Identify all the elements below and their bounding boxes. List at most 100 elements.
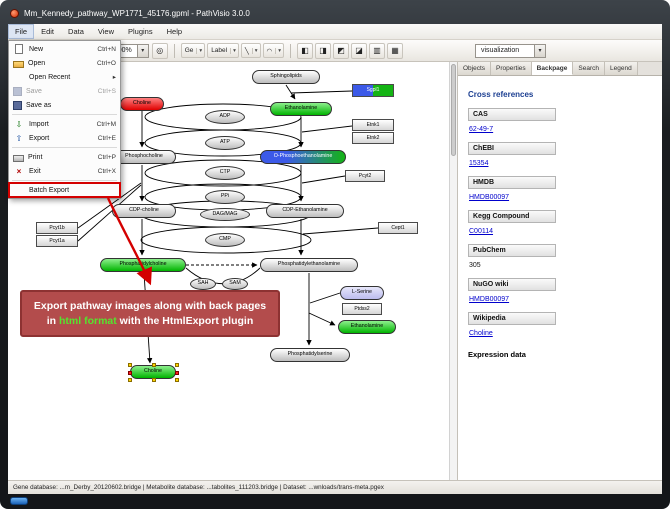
xref-header-pubchem: PubChem bbox=[468, 244, 556, 257]
selection-handle[interactable] bbox=[175, 363, 179, 367]
file-menu-item-print[interactable]: Print Ctrl+P bbox=[9, 150, 120, 164]
pathway-node-phosphocholine[interactable]: Phosphocholine bbox=[112, 150, 176, 164]
align-bottom-button[interactable]: ◪ bbox=[350, 42, 367, 59]
cross-references-heading: Cross references bbox=[468, 90, 534, 99]
menu-file[interactable]: File bbox=[8, 24, 35, 39]
selection-handle[interactable] bbox=[175, 371, 179, 375]
distribute-horizontal-button[interactable]: ▥ bbox=[368, 42, 385, 59]
new-gene-product-button[interactable]: Ge▾ bbox=[180, 43, 206, 58]
pathway-node-pcyt1b[interactable]: Pcyt1b bbox=[36, 222, 78, 234]
pathway-node-cmp[interactable]: CMP bbox=[205, 233, 245, 247]
pathway-node-sam[interactable]: SAM bbox=[222, 278, 248, 290]
selection-handle[interactable] bbox=[128, 378, 132, 382]
tab-search[interactable]: Search bbox=[573, 62, 605, 75]
menu-edit[interactable]: Edit bbox=[41, 27, 55, 36]
pathway-node-o-phosphoethanolamine[interactable]: O-Phosphoethanolamine bbox=[260, 150, 346, 164]
xref-value-hmdb[interactable]: HMDB00097 bbox=[469, 194, 510, 201]
pathway-node-etnk2[interactable]: Etnk2 bbox=[352, 132, 394, 144]
chevron-down-icon[interactable]: ▾ bbox=[534, 44, 545, 57]
pathway-node-ppi[interactable]: PPi bbox=[205, 190, 245, 204]
pathway-node-adp[interactable]: ADP bbox=[205, 110, 245, 124]
align-left-button[interactable]: ◧ bbox=[296, 42, 313, 59]
menu-plugins[interactable]: Plugins bbox=[128, 27, 153, 36]
pathway-node-ethanolamine[interactable]: Ethanolamine bbox=[270, 102, 332, 116]
pathway-node-choline[interactable]: Choline bbox=[120, 97, 164, 111]
menu-help[interactable]: Help bbox=[166, 27, 183, 36]
export-icon: ⇧ bbox=[15, 133, 23, 143]
xref-header-nugo-wiki: NuGO wiki bbox=[468, 278, 556, 291]
selection-handle[interactable] bbox=[152, 363, 156, 367]
canvas-vertical-scrollbar[interactable] bbox=[449, 62, 457, 480]
pathway-node-sphingolipids[interactable]: Sphingolipids bbox=[252, 70, 320, 84]
pathway-node-l-serine[interactable]: L-Serine bbox=[340, 286, 384, 300]
align-top-button[interactable]: ◩ bbox=[332, 42, 349, 59]
node-label: Choline bbox=[144, 368, 162, 375]
pathway-node-cdp-ethanolamine[interactable]: CDP-Ethanolamine bbox=[266, 204, 344, 218]
tab-objects[interactable]: Objects bbox=[458, 62, 492, 75]
new-line-button[interactable]: ╲▾ bbox=[240, 43, 261, 58]
title-bar[interactable]: Mm_Kennedy_pathway_WP1771_45176.gpml - P… bbox=[10, 4, 250, 22]
xref-value-cas[interactable]: 62-49-7 bbox=[469, 126, 494, 133]
pathway-node-cdp-choline[interactable]: CDP-choline bbox=[112, 204, 176, 218]
new-arc-button[interactable]: ◠▾ bbox=[262, 43, 284, 58]
menu-view[interactable]: View bbox=[97, 27, 114, 36]
selection-handle[interactable] bbox=[128, 363, 132, 367]
selection-handle[interactable] bbox=[175, 378, 179, 382]
pathway-node-ptdss2[interactable]: Ptdss2 bbox=[342, 303, 382, 315]
chevron-down-icon[interactable]: ▾ bbox=[230, 47, 238, 54]
scrollbar-thumb[interactable] bbox=[451, 64, 456, 156]
menu-data[interactable]: Data bbox=[68, 27, 84, 36]
node-label: Ethanolamine bbox=[350, 323, 384, 330]
pathway-node-cept1[interactable]: Cept1 bbox=[378, 222, 418, 234]
new-label-button[interactable]: Label▾ bbox=[207, 43, 239, 58]
chevron-down-icon[interactable]: ▾ bbox=[136, 44, 148, 57]
pathway-node-phosphatidylcholine[interactable]: Phosphatidylcholine bbox=[100, 258, 186, 272]
pathway-node-dag-mag[interactable]: DAG/MAG bbox=[200, 208, 250, 221]
pathway-node-ethanolamine[interactable]: Ethanolamine bbox=[338, 320, 396, 334]
pathway-node-ctp[interactable]: CTP bbox=[205, 166, 245, 180]
distribute-vertical-button[interactable]: ▦ bbox=[386, 42, 403, 59]
pathway-node-sah[interactable]: SAH bbox=[190, 278, 216, 290]
file-menu-item-open-recent[interactable]: Open Recent▸ bbox=[9, 70, 120, 84]
pathway-node-choline[interactable]: Choline bbox=[128, 363, 179, 382]
file-menu-item-batch-export[interactable]: Batch Export bbox=[8, 182, 121, 198]
menu-shortcut: Ctrl+X bbox=[97, 167, 116, 175]
tab-properties[interactable]: Properties bbox=[491, 62, 532, 75]
visualization-combobox[interactable]: visualization ▾ bbox=[475, 43, 546, 58]
selection-handle[interactable] bbox=[128, 371, 132, 375]
tab-legend[interactable]: Legend bbox=[605, 62, 638, 75]
chevron-down-icon[interactable]: ▾ bbox=[251, 47, 260, 54]
xref-value-nugo-wiki[interactable]: HMDB00097 bbox=[469, 296, 510, 303]
menu-separator bbox=[12, 147, 117, 148]
menu-shortcut: Ctrl+P bbox=[97, 153, 116, 161]
pathway-node-pcyt2[interactable]: Pcyt2 bbox=[345, 170, 385, 182]
file-menu-item-save-as[interactable]: Save as bbox=[9, 98, 120, 112]
zoom-fit-button[interactable]: ◎ bbox=[151, 42, 168, 59]
pathway-node-sgpl1[interactable]: Sgpl1 bbox=[352, 84, 394, 97]
xref-value-chebi[interactable]: 15354 bbox=[469, 160, 489, 167]
pathway-node-etnk1[interactable]: Etnk1 bbox=[352, 119, 394, 131]
pathway-node-phosphatidylserine[interactable]: Phosphatidylserine bbox=[270, 348, 350, 362]
tab-backpage[interactable]: Backpage bbox=[531, 62, 574, 75]
menu-item-label: Print bbox=[28, 153, 43, 161]
xref-value-wikipedia[interactable]: Choline bbox=[469, 330, 493, 337]
xref-header-kegg-compound: Kegg Compound bbox=[468, 210, 556, 223]
selection-handle[interactable] bbox=[152, 378, 156, 382]
chevron-down-icon[interactable]: ▾ bbox=[196, 47, 204, 54]
pathway-node-atp[interactable]: ATP bbox=[205, 136, 245, 150]
align-left-icon: ◧ bbox=[301, 46, 309, 55]
align-right-button[interactable]: ◨ bbox=[314, 42, 331, 59]
toolbar-separator bbox=[173, 43, 175, 58]
pathway-node-phosphatidylethanolamine[interactable]: Phosphatidylethanolamine bbox=[260, 258, 358, 272]
xref-value-kegg-compound[interactable]: C00114 bbox=[469, 228, 494, 235]
chevron-down-icon[interactable]: ▾ bbox=[275, 47, 283, 54]
pathway-node-pcyt1a[interactable]: Pcyt1a bbox=[36, 235, 78, 247]
